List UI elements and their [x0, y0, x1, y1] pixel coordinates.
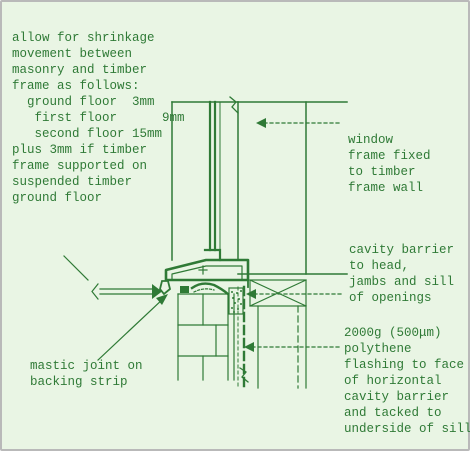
- polythene-flashing-note: 2000g (500μm) polythene flashing to face…: [344, 326, 470, 436]
- masonry-outer-leaf: [177, 293, 235, 381]
- break-mark-top: [229, 96, 239, 114]
- mastic-joint-note: mastic joint on backing strip: [30, 359, 143, 389]
- shrinkage-note: allow for shrinkage movement between mas…: [12, 31, 185, 205]
- break-mark-bottom: [239, 367, 249, 383]
- cavity-barrier-note: cavity barrier to head, jambs and sill o…: [349, 243, 455, 305]
- polythene-flashing: [237, 285, 246, 390]
- window-frame: [171, 96, 239, 262]
- timber-frame-wall: [237, 101, 348, 275]
- leader-arrows: [63, 118, 345, 361]
- window-frame-note: window frame fixed to timber frame wall: [348, 133, 431, 195]
- cavity-barrier: [228, 287, 244, 315]
- mastic-joint: [159, 280, 230, 296]
- window-sill: [164, 258, 250, 288]
- timber-frame-below: [239, 279, 307, 389]
